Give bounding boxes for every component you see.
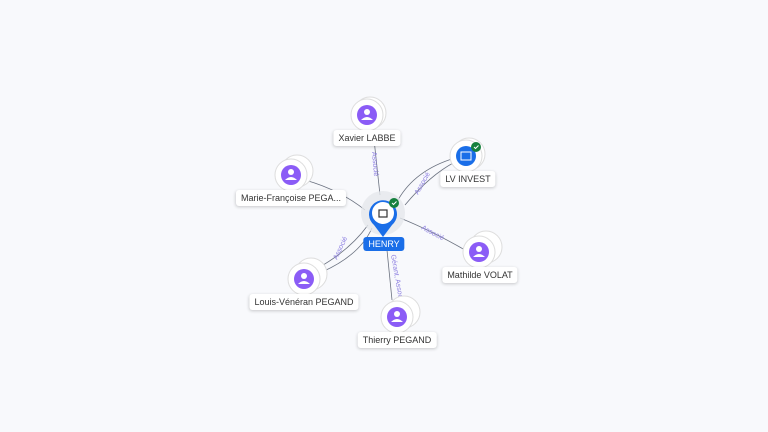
node-lvinvest[interactable] — [449, 137, 486, 173]
verified-icon — [389, 198, 399, 208]
edge-label-xavier: Associé — [370, 152, 379, 177]
node-label-marie[interactable]: Marie-Françoise PEGA... — [235, 190, 347, 206]
node-marie[interactable] — [274, 154, 314, 192]
edge-mathilde — [399, 217, 466, 251]
node-label-louis[interactable]: Louis-Vénéran PEGAND — [249, 294, 359, 310]
node-label-mathilde[interactable]: Mathilde VOLAT — [442, 267, 518, 283]
node-label-thierry[interactable]: Thierry PEGAND — [357, 332, 437, 348]
edge-lvinvest — [397, 157, 456, 201]
node-thierry[interactable] — [380, 295, 421, 334]
node-center[interactable] — [361, 191, 405, 237]
node-xavier[interactable] — [350, 96, 387, 132]
node-mathilde[interactable] — [462, 230, 503, 269]
edge-label-lvinvest: Associé — [414, 171, 432, 196]
edge-label-mathilde: Associé — [420, 225, 445, 243]
nodes — [274, 96, 503, 334]
building-icon — [378, 209, 388, 218]
node-label-xavier[interactable]: Xavier LABBE — [333, 130, 401, 146]
verified-icon — [471, 142, 481, 152]
center-label[interactable]: HENRY — [363, 237, 405, 251]
node-louis[interactable] — [287, 257, 328, 296]
node-label-lvinvest[interactable]: LV INVEST — [440, 171, 496, 187]
